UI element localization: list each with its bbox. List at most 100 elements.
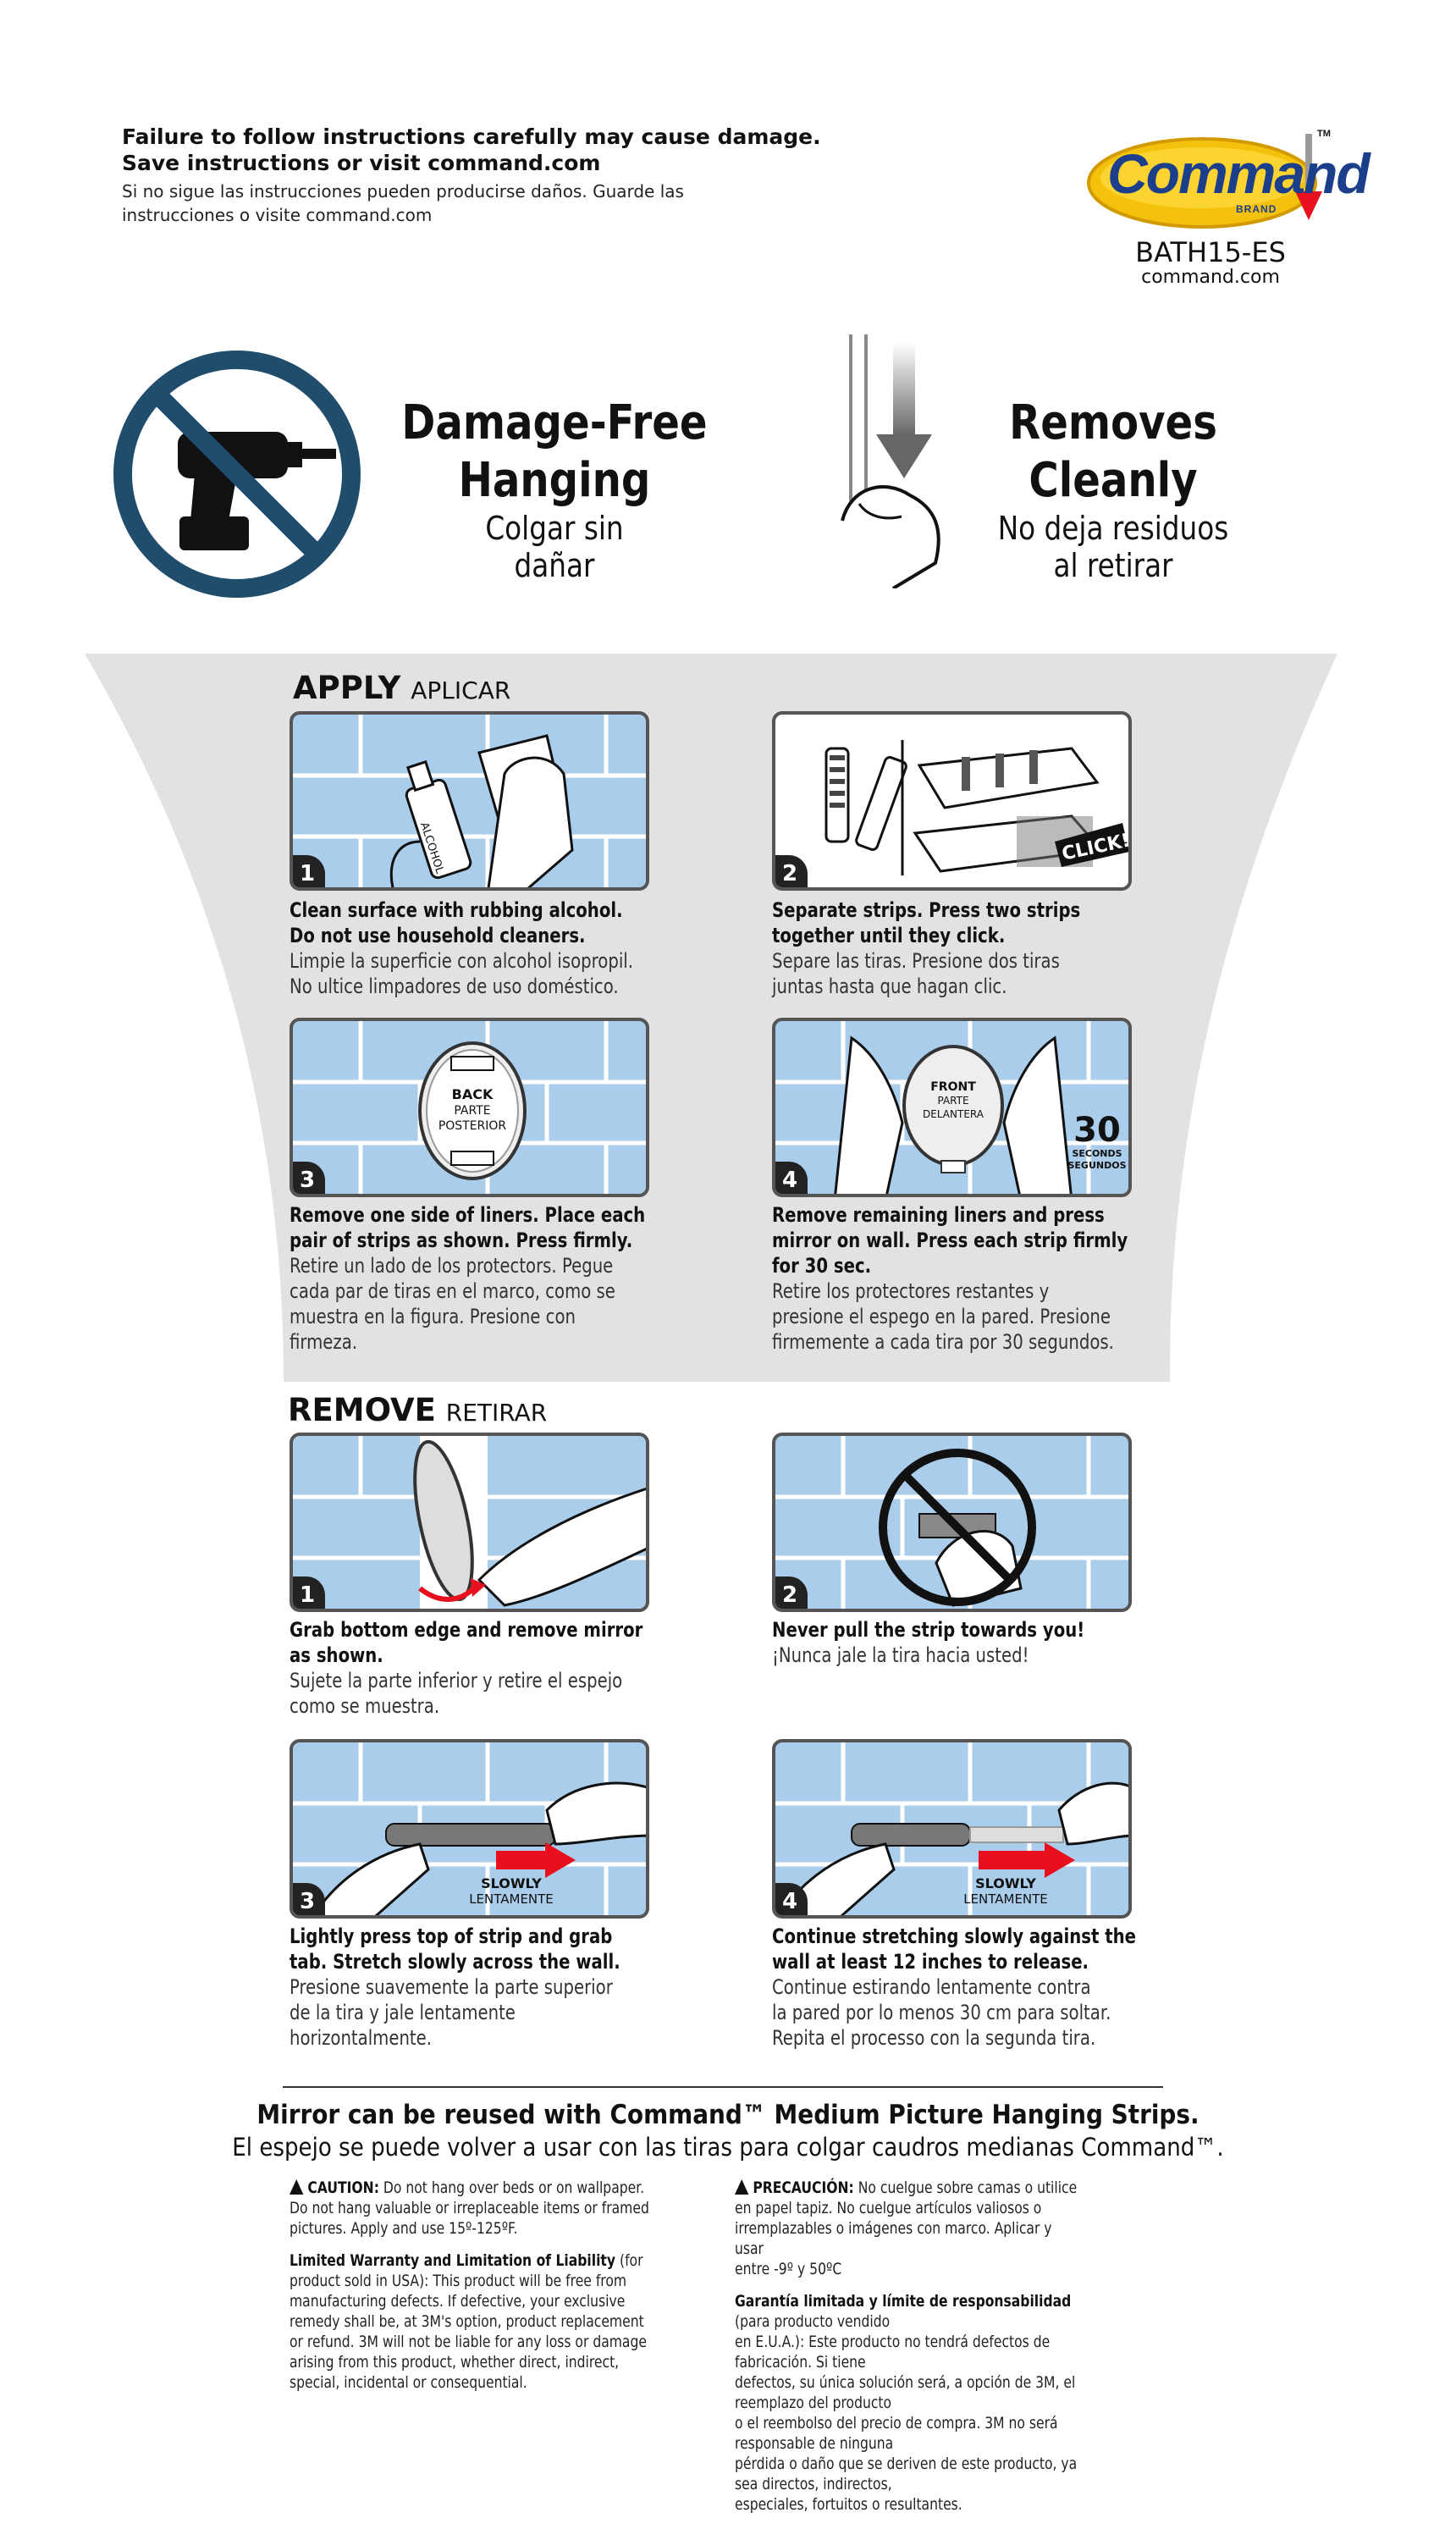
- caption-line: Remove one side of liners. Place each: [290, 1203, 646, 1227]
- logo-shape: [1087, 134, 1322, 229]
- caption-line: firmeza.: [290, 1330, 358, 1354]
- back-label-2: PARTE: [454, 1104, 490, 1118]
- caption-line: Retire un lado de los protectors. Pegue: [290, 1254, 614, 1278]
- apply-step-4-image: FRONT PARTE DELANTERA 30 SECONDS SEGUNDO…: [772, 1018, 1132, 1197]
- pull-down-arrow-icon: [834, 334, 961, 590]
- caption-line: juntas hasta que hagan clic.: [772, 975, 1007, 998]
- caption-line: muestra en la figura. Presione con: [290, 1305, 576, 1328]
- feature-right-sub-2: al retirar: [1053, 547, 1173, 584]
- warranty-es-text: defectos, su única solución será, a opci…: [735, 2373, 1076, 2412]
- caution-es-label: PRECAUCIÓN:: [753, 2178, 854, 2197]
- remove-step-3-number: 3: [293, 1883, 325, 1915]
- warning-en-line-2: Save instructions or visit command.com: [122, 151, 601, 175]
- reuse-es: El espejo se puede volver a usar con las…: [232, 2133, 1224, 2162]
- warranty-en: Limited Warranty and Limitation of Liabi…: [290, 2250, 665, 2393]
- warning-block: Failure to follow instructions carefully…: [122, 124, 884, 227]
- model-block: BATH15-ES command.com: [1092, 237, 1329, 288]
- caution-en: CAUTION: Do not hang over beds or on wal…: [290, 2178, 665, 2239]
- apply-step-4-number: 4: [775, 1162, 808, 1194]
- warranty-es-text: o el reembolso del precio de compra. 3M …: [735, 2414, 1058, 2453]
- caption-line: Lightly press top of strip and grab: [290, 1924, 613, 1948]
- caution-triangle-icon: [735, 2179, 749, 2195]
- apply-step-3-caption: Remove one side of liners. Place each pa…: [290, 1202, 662, 1355]
- caption-line: Never pull the strip towards you!: [772, 1618, 1085, 1642]
- warning-es-line-1: Si no sigue las instrucciones pueden pro…: [122, 181, 684, 202]
- caution-en-text: Do not hang over beds or on wallpaper.: [378, 2178, 645, 2197]
- caption-line: como se muestra.: [290, 1694, 440, 1718]
- caution-en-label: CAUTION:: [307, 2178, 379, 2197]
- feature-left-sub-1: Colgar sin: [485, 510, 624, 547]
- warranty-es-text: (para producto vendido: [735, 2312, 891, 2331]
- front-label-2: PARTE: [937, 1095, 968, 1107]
- remove-step-4-number: 4: [775, 1883, 808, 1915]
- remove-step-2-number: 2: [775, 1576, 808, 1609]
- back-label-3: POSTERIOR: [438, 1119, 507, 1133]
- remove-title-en: REMOVE: [288, 1392, 436, 1428]
- warranty-en-label: Limited Warranty and Limitation of Liabi…: [290, 2251, 616, 2270]
- feature-left-sub-2: dañar: [514, 547, 595, 584]
- apply-title: APPLY APLICAR: [293, 671, 510, 708]
- apply-band-background: [85, 654, 1337, 1382]
- front-label-3: DELANTERA: [923, 1108, 984, 1120]
- warranty-en-text: manufacturing defects. If defective, you…: [290, 2292, 626, 2311]
- warranty-en-text: special, incidental or consequential.: [290, 2373, 527, 2392]
- remove-step-2-caption: Never pull the strip towards you! ¡Nunca…: [772, 1617, 1144, 1668]
- caption-line: cada par de tiras en el marco, como se: [290, 1279, 615, 1303]
- warranty-en-text: arising from this product, whether direc…: [290, 2353, 620, 2372]
- caution-en-text: pictures. Apply and use 15º-125ºF.: [290, 2219, 518, 2238]
- timer-unit-en: SECONDS: [1072, 1148, 1122, 1159]
- feature-removes-cleanly: Removes Cleanly No deja residuos al reti…: [948, 395, 1278, 584]
- caption-line: la pared por lo menos 30 cm para soltar.: [772, 2001, 1111, 2024]
- caption-line: Sujete la parte inferior y retire el esp…: [290, 1669, 623, 1692]
- caution-es-text: irremplazables o imágenes con marco. Apl…: [735, 2219, 1052, 2258]
- warranty-es-text: en E.U.A.): Este producto no tendrá defe…: [735, 2333, 1051, 2372]
- caption-line: horizontalmente.: [290, 2026, 432, 2050]
- logo-wordmark: Command: [1107, 142, 1371, 205]
- caution-es-text: No cuelgue sobre camas o utilice: [853, 2178, 1078, 2197]
- caption-line: Presione suavemente la parte superior: [290, 1975, 613, 1999]
- caption-line: presione el espego en la pared. Presione: [772, 1305, 1111, 1328]
- caption-line: Continue stretching slowly against the: [772, 1924, 1137, 1948]
- warranty-en-text: or refund. 3M will not be liable for any…: [290, 2333, 647, 2351]
- caption-line: Grab bottom edge and remove mirror: [290, 1618, 643, 1642]
- apply-step-1-caption: Clean surface with rubbing alcohol. Do n…: [290, 897, 662, 999]
- timer-value: 30: [1073, 1111, 1121, 1150]
- warning-es-line-2: instrucciones o visite command.com: [122, 205, 433, 225]
- feature-right-sub-1: No deja residuos: [997, 510, 1229, 547]
- no-drill-icon: [110, 347, 364, 601]
- caption-line: Separe las tiras. Presione dos tiras: [772, 949, 1060, 973]
- feature-right-title-2: Cleanly: [1029, 453, 1198, 508]
- apply-step-1-image: ALCOHOL 1: [290, 711, 649, 891]
- apply-step-2-number: 2: [775, 855, 808, 887]
- caption-line: ¡Nunca jale la tira hacia usted!: [772, 1643, 1029, 1667]
- apply-title-es: APLICAR: [411, 676, 511, 704]
- remove-step-4-image: SLOWLY LENTAMENTE 4: [772, 1739, 1132, 1919]
- caption-line: as shown.: [290, 1643, 383, 1667]
- caution-es-text: entre -9º y 50ºC: [735, 2260, 842, 2278]
- logo-tm: TM: [1317, 129, 1331, 139]
- caption-line: for 30 sec.: [772, 1254, 872, 1278]
- lentamente-label: LENTAMENTE: [963, 1891, 1048, 1907]
- caption-line: wall at least 12 inches to release.: [772, 1950, 1089, 1974]
- apply-step-1-number: 1: [293, 855, 325, 887]
- remove-title: REMOVE RETIRAR: [288, 1394, 547, 1430]
- lentamente-label: LENTAMENTE: [469, 1891, 554, 1907]
- apply-step-4-caption: Remove remaining liners and press mirror…: [772, 1202, 1144, 1355]
- caption-line: tab. Stretch slowly across the wall.: [290, 1950, 620, 1974]
- front-label-1: FRONT: [930, 1080, 976, 1094]
- caption-line: Separate strips. Press two strips: [772, 898, 1081, 922]
- caution-en-text: Do not hang valuable or irreplaceable it…: [290, 2199, 649, 2217]
- model-code: BATH15-ES: [1135, 236, 1286, 268]
- timer-unit-es: SEGUNDOS: [1067, 1160, 1126, 1171]
- reuse-note: Mirror can be reused with Command™ Mediu…: [169, 2098, 1287, 2162]
- apply-step-2-caption: Separate strips. Press two strips togeth…: [772, 897, 1144, 999]
- caption-line: Retire los protectores restantes y: [772, 1279, 1050, 1303]
- remove-step-3-caption: Lightly press top of strip and grab tab.…: [290, 1924, 662, 2051]
- remove-step-1-caption: Grab bottom edge and remove mirror as sh…: [290, 1617, 662, 1719]
- warranty-en-text: (for: [615, 2251, 643, 2270]
- feature-left-title-2: Hanging: [458, 453, 651, 508]
- warranty-en-text: product sold in USA): This product will …: [290, 2272, 627, 2290]
- divider: [283, 2086, 1163, 2088]
- caption-line: Do not use household cleaners.: [290, 924, 586, 947]
- reuse-en: Mirror can be reused with Command™ Mediu…: [256, 2100, 1200, 2130]
